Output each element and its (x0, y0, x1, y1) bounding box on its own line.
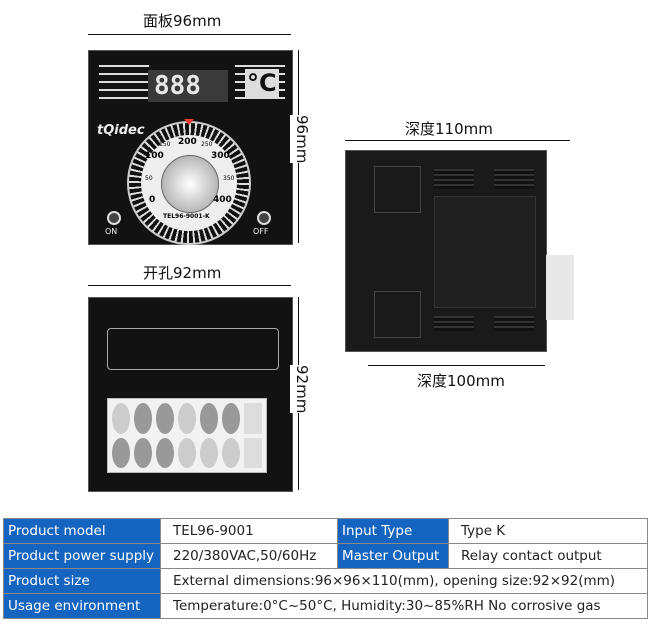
dial-label-350: 350 (223, 175, 235, 182)
spec-label: Product model (3, 518, 161, 544)
depth-110-label: 深度110mm (402, 118, 496, 139)
panel-width-line (88, 34, 291, 35)
depth-100-line (368, 365, 545, 366)
table-row: Product model TEL96-9001 Input Type Type… (3, 518, 648, 544)
front-height-label: 96mm (290, 115, 314, 164)
spec-value: 220/380VAC,50/60Hz (160, 543, 338, 569)
spec-label: Master Output (337, 543, 449, 569)
panel-width-label: 面板96mm (140, 10, 225, 31)
spec-value: Temperature:0°C~50°C, Humidity:30~85%RH … (160, 593, 648, 619)
dial-label-100: 100 (145, 151, 164, 161)
side-view (345, 150, 547, 352)
table-row: Usage environment Temperature:0°C~50°C, … (3, 593, 648, 619)
dial-label-150: 150 (159, 141, 171, 148)
model-label: TEL96-9001-K (163, 213, 210, 220)
off-label: OFF (253, 227, 269, 236)
spec-value: Relay contact output (448, 543, 648, 569)
on-indicator-icon (107, 211, 121, 225)
dial-label-200: 200 (178, 137, 197, 147)
dial-label-0: 0 (149, 195, 156, 205)
wiring-diagram (107, 328, 279, 370)
table-row: Product power supply 220/380VAC,50/60Hz … (3, 543, 648, 569)
spec-label: Usage environment (3, 593, 161, 619)
on-label: ON (105, 227, 118, 236)
brand-logo: tQidec (97, 123, 145, 138)
back-height-label: 92mm (290, 365, 314, 414)
cutout-line (88, 285, 291, 286)
table-row: Product size External dimensions:96×96×1… (3, 568, 648, 594)
back-panel (88, 297, 293, 492)
depth-110-line (345, 140, 570, 141)
spec-label: Input Type (337, 518, 449, 544)
depth-100-label: 深度100mm (414, 370, 508, 391)
spec-value: Type K (448, 518, 648, 544)
spec-label: Product size (3, 568, 161, 594)
spec-value: External dimensions:96×96×110(mm), openi… (160, 568, 648, 594)
spec-label: Product power supply (3, 543, 161, 569)
terminal-cover (546, 255, 574, 320)
pointer-icon (184, 119, 194, 125)
spec-value: TEL96-9001 (160, 518, 338, 544)
cutout-label: 开孔92mm (140, 262, 225, 283)
dial-label-400: 400 (213, 195, 232, 205)
led-display: 888 (148, 70, 228, 102)
display-digits: 888 (154, 71, 201, 101)
terminal-block (107, 398, 267, 473)
temperature-knob[interactable] (161, 155, 219, 213)
spec-table: Product model TEL96-9001 Input Type Type… (3, 518, 648, 619)
celsius-unit: °C (245, 69, 279, 97)
dial-label-300: 300 (211, 151, 230, 161)
off-indicator-icon (257, 211, 271, 225)
dial-label-250: 250 (201, 141, 213, 148)
dial-label-50: 50 (145, 175, 153, 182)
